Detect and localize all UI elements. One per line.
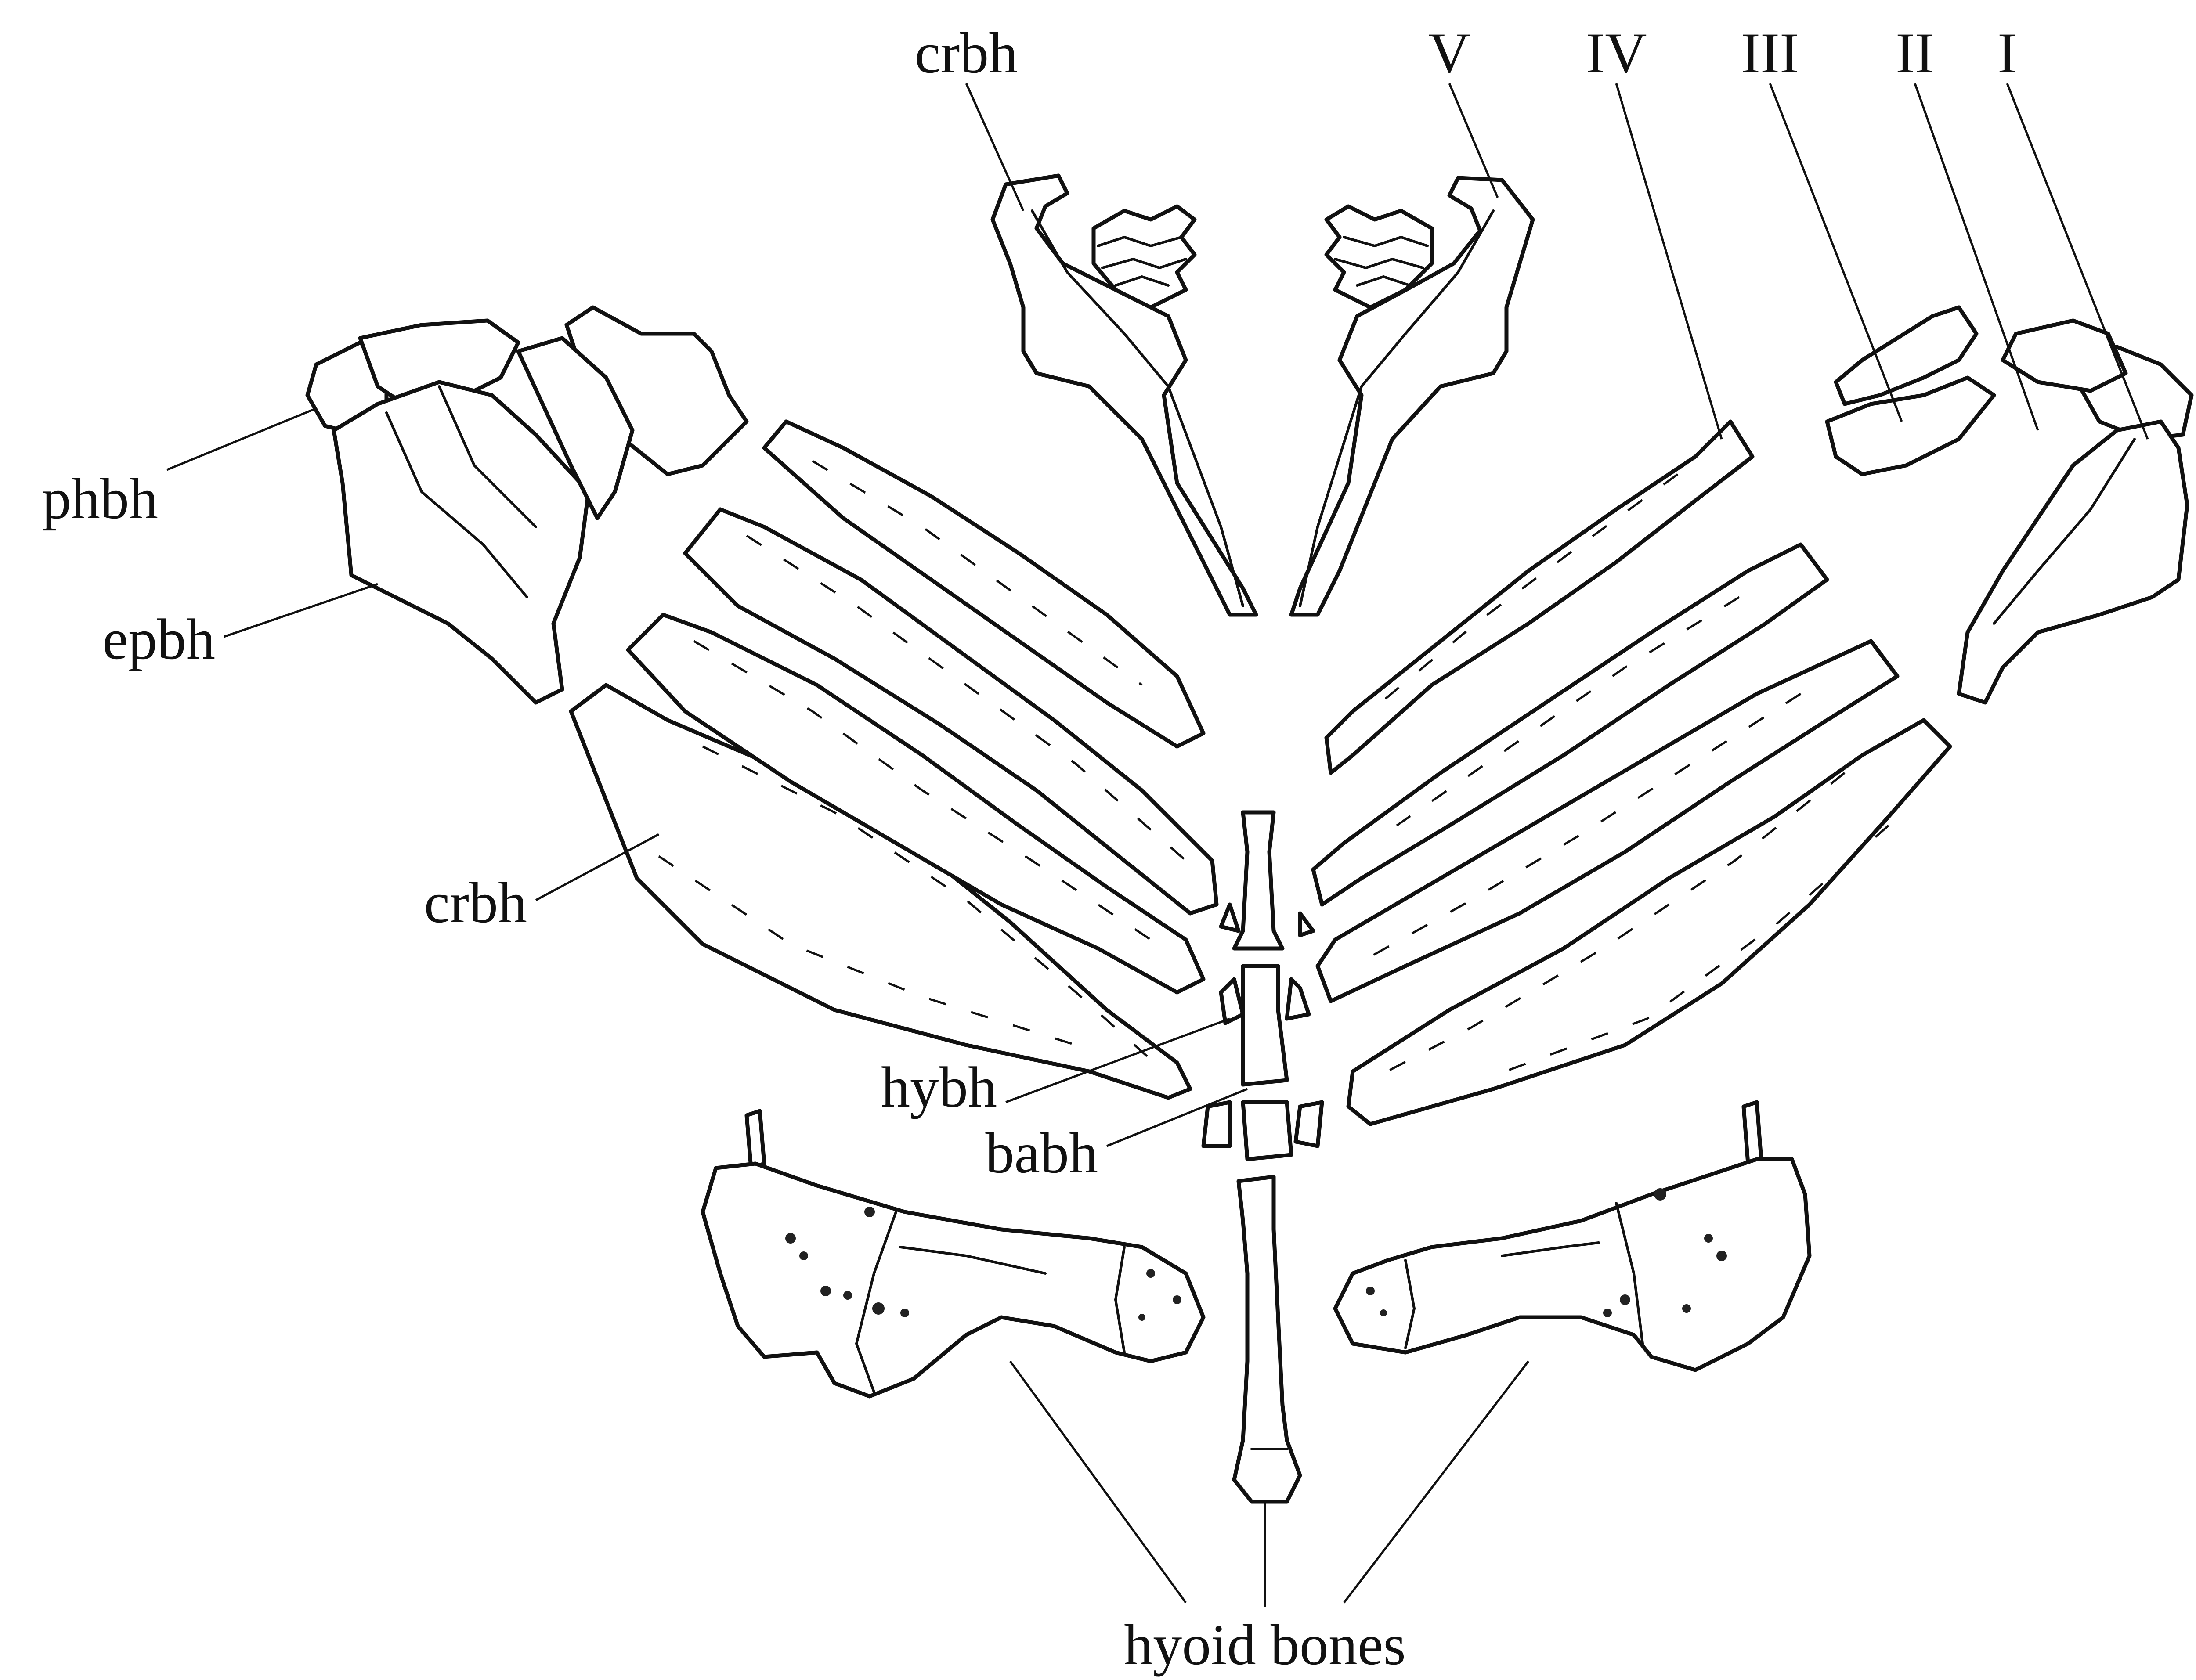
- leader-arch-ii: [1915, 83, 2038, 430]
- leader-hyoid-right: [1344, 1361, 1528, 1603]
- label-arch-iii: III: [1741, 21, 1799, 85]
- basibranchial-series: [1203, 812, 1322, 1502]
- fifth-ceratobranchial-right: [1291, 178, 1533, 615]
- label-hybh: hybh: [881, 1055, 997, 1119]
- label-hyoid-bones: hyoid bones: [1124, 1612, 1406, 1677]
- label-arch-v: V: [1428, 21, 1470, 85]
- label-epbh: epbh: [102, 607, 215, 671]
- left-branchial-arches: [307, 307, 1217, 1098]
- label-crbh-top: crbh: [915, 21, 1018, 85]
- leader-arch-iv: [1616, 83, 1722, 439]
- label-arch-ii: II: [1896, 21, 1934, 85]
- label-arch-i: I: [1997, 21, 2017, 85]
- leader-epbh: [224, 584, 378, 637]
- fifth-ceratobranchial-left: [993, 176, 1256, 615]
- leader-arch-iii: [1770, 83, 1902, 422]
- label-phbh: phbh: [42, 466, 158, 531]
- label-babh: babh: [985, 1121, 1098, 1185]
- leader-crbh-top: [966, 83, 1023, 211]
- leader-phbh: [167, 408, 316, 470]
- label-arch-iv: IV: [1586, 21, 1647, 85]
- label-crbh-left: crbh: [424, 870, 527, 935]
- hyoid-bone-right: [1335, 1102, 1810, 1370]
- leader-hyoid-left: [1010, 1361, 1186, 1603]
- hyoid-bone-left: [703, 1111, 1203, 1396]
- right-branchial-arches: [1313, 307, 2192, 1124]
